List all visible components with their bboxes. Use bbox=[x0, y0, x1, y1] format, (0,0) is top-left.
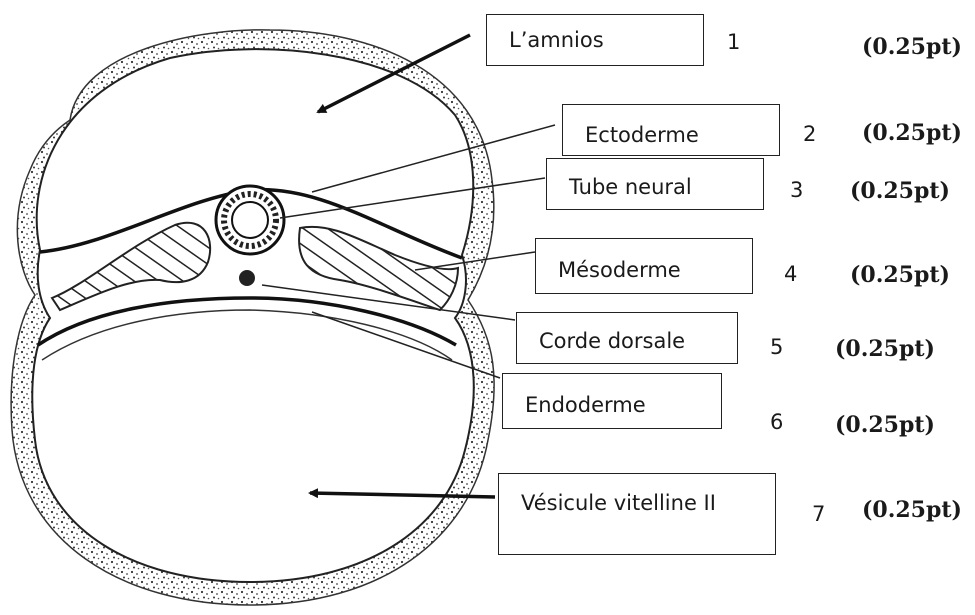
number-2: 2 bbox=[803, 122, 816, 146]
notochord bbox=[239, 270, 255, 286]
label-vesicule-vitelline: Vésicule vitelline II bbox=[498, 473, 776, 555]
number-7: 7 bbox=[812, 502, 825, 526]
points-7: (0.25pt) bbox=[862, 497, 962, 523]
number-3: 3 bbox=[790, 178, 803, 202]
number-6: 6 bbox=[770, 410, 783, 434]
points-6: (0.25pt) bbox=[835, 412, 935, 438]
points-3: (0.25pt) bbox=[850, 178, 950, 204]
number-5: 5 bbox=[770, 335, 783, 359]
points-5: (0.25pt) bbox=[835, 336, 935, 362]
label-ectoderme: Ectoderme bbox=[562, 104, 780, 156]
points-4: (0.25pt) bbox=[850, 262, 950, 288]
label-corde-dorsale: Corde dorsale bbox=[516, 312, 738, 364]
points-1: (0.25pt) bbox=[862, 34, 962, 60]
points-2: (0.25pt) bbox=[862, 120, 962, 146]
neural-tube bbox=[216, 186, 284, 254]
label-tube-neural: Tube neural bbox=[546, 158, 764, 210]
number-4: 4 bbox=[784, 262, 797, 286]
label-amnios: L’amnios bbox=[486, 14, 704, 66]
number-1: 1 bbox=[727, 30, 740, 54]
label-endoderme: Endoderme bbox=[502, 373, 722, 429]
label-mesoderme: Mésoderme bbox=[535, 238, 753, 294]
